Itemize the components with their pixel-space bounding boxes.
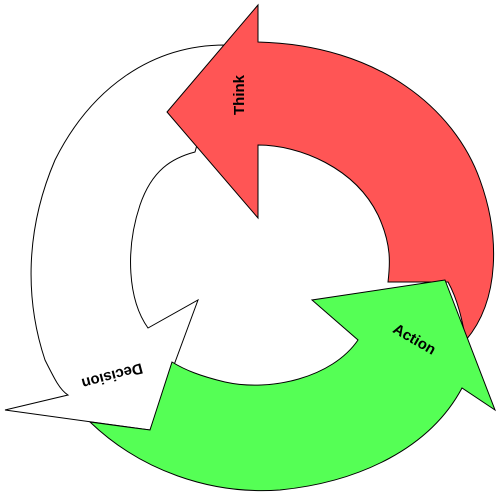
think-label: Think xyxy=(231,74,248,115)
decision-arrow xyxy=(4,44,226,431)
action-arrow xyxy=(88,279,497,492)
